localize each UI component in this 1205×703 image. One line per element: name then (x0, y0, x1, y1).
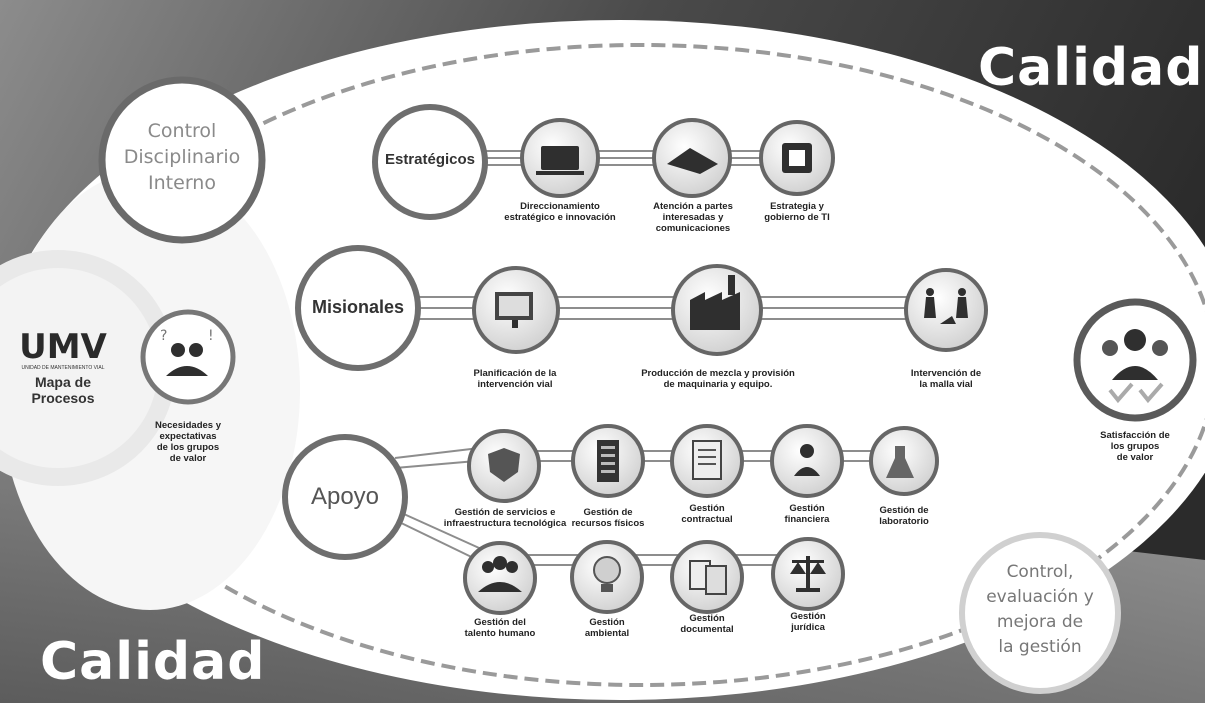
corner-top-label: Calidad (978, 38, 1204, 98)
shield-network-icon (488, 448, 520, 482)
process-label: Producción de mezcla y provisión de maqu… (641, 368, 795, 390)
umv-logo: UMV (19, 327, 107, 367)
process-label: Direccionamiento estratégico e innovació… (504, 201, 616, 223)
process-label: Intervención de la malla vial (910, 368, 982, 390)
process-label: Gestión contractual (681, 503, 733, 525)
category-misionales: Misionales (311, 297, 405, 317)
process-label: Gestión de laboratorio (879, 505, 929, 527)
factory-machinery-icon (690, 292, 740, 330)
process-label: Atención a partes interesadas y comunica… (653, 201, 733, 234)
svg-text:!: ! (208, 328, 214, 344)
control-disciplinario-label: Control Disciplinario Interno (123, 120, 241, 194)
corner-bottom-label: Calidad (40, 632, 266, 692)
process-label: Gestión de recursos físicos (571, 507, 645, 529)
process-label: Gestión jurídica (790, 611, 826, 633)
people-question-icon (171, 343, 185, 357)
satisfied-people-icon (1124, 329, 1146, 351)
finance-person-icon (800, 444, 814, 458)
handshake-icon (667, 148, 718, 174)
apoyo-circle (282, 434, 408, 560)
process-label: Gestión del talento humano (464, 617, 536, 639)
umv-laptop-icon (541, 146, 579, 170)
inputs-label: Necesidades y expectativas de los grupos… (154, 420, 221, 464)
process-label: Gestión ambiental (584, 617, 630, 639)
map-title: Mapa de Procesos (31, 374, 95, 406)
umv-logo-subtitle: UNIDAD DE MANTENIMIENTO VIAL (21, 365, 105, 371)
lab-beaker-icon (886, 446, 914, 478)
misionales-circle (295, 245, 421, 371)
process-label: Gestión financiera (784, 503, 830, 525)
process-label: Gestión documental (680, 613, 734, 635)
estrategicos-circle (372, 104, 488, 220)
eco-bulb-icon (593, 556, 621, 584)
contract-document-icon (692, 440, 722, 480)
outputs-label: Satisfacción de los grupos de valor (1100, 430, 1170, 463)
road-workers-icon (926, 288, 934, 296)
process-label: Planificación de la intervención vial (473, 368, 557, 390)
category-estrategicos: Estratégicos (384, 151, 476, 168)
control-evaluacion-label: Control, evaluación y mejora de la gesti… (986, 562, 1094, 657)
category-apoyo: Apoyo (310, 483, 380, 510)
process-label: Gestión de servicios e infraestructura t… (443, 507, 567, 529)
team-people-icon (482, 561, 494, 573)
svg-text:?: ? (160, 328, 167, 344)
process-label: Estrategia y gobierno de TI (764, 201, 830, 223)
justice-scale-icon (806, 556, 810, 588)
